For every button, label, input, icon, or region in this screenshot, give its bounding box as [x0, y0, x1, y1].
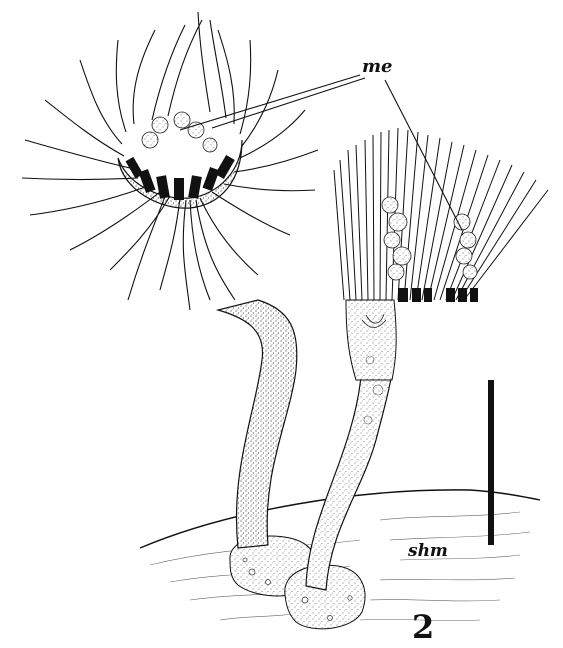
scale-bar: [488, 380, 494, 545]
substrate: [139, 489, 541, 621]
zooid-right-tentacles: [333, 127, 549, 301]
label-shm: shm: [407, 541, 448, 561]
zooid-right-stalk: [305, 317, 395, 591]
zooid-left-tentacles: [21, 11, 319, 311]
zooid-left-lophophore: [117, 111, 243, 209]
zooid-right-embryos: [381, 196, 478, 281]
zooid-right-body: [345, 299, 397, 425]
zooid-left-stalk: [215, 299, 298, 549]
label-me: me: [362, 56, 393, 77]
me-leader-lines: [179, 74, 463, 231]
zooid-right-dark-bands: [398, 288, 478, 302]
figure-number: 2: [412, 608, 434, 646]
